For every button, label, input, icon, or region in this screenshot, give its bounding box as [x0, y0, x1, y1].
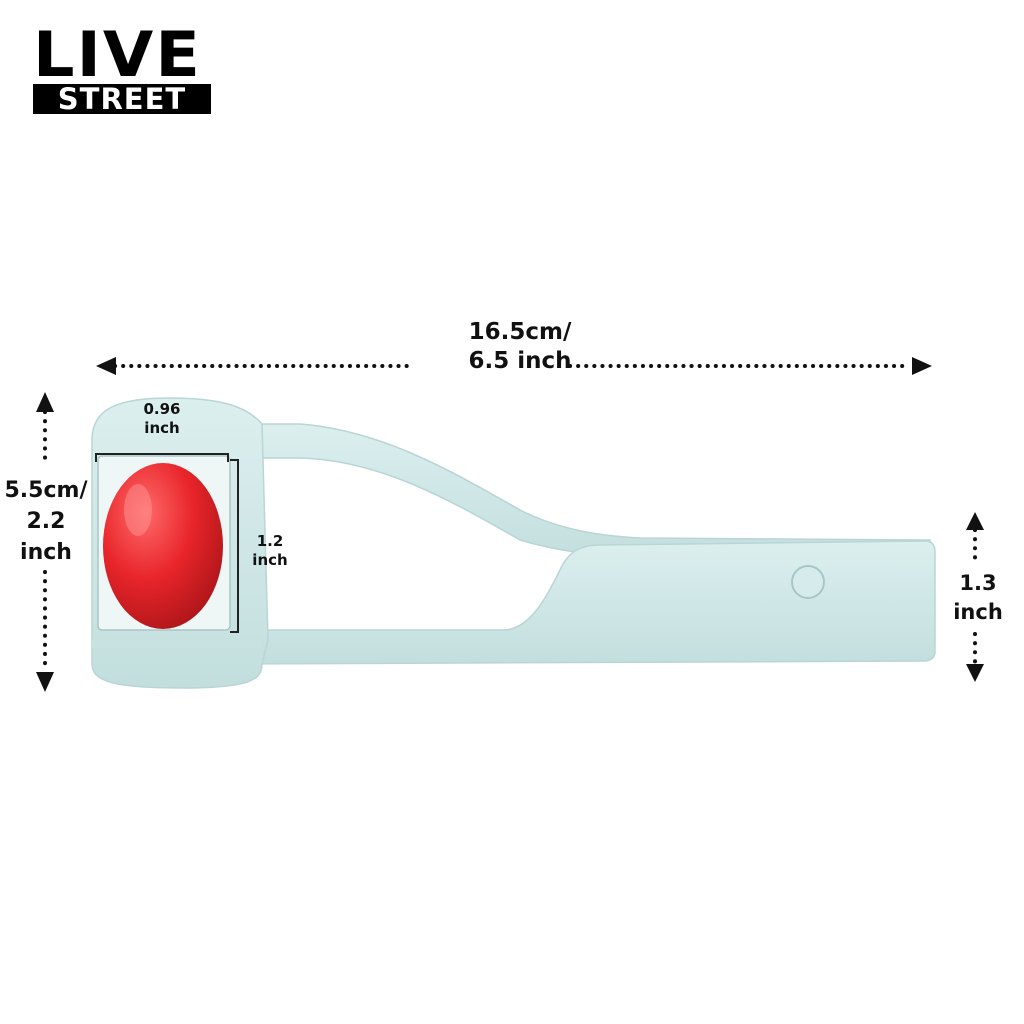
end-height-unit: inch: [953, 600, 1003, 624]
arrow-right-icon: [912, 357, 932, 375]
logo-text-street: STREET: [33, 84, 211, 114]
end-height-value: 1.3: [959, 571, 997, 595]
inner-height-value: 1.2: [256, 532, 284, 550]
total-length-in: 6.5 inch: [468, 348, 572, 374]
inner-width-value: 0.96: [143, 400, 181, 418]
brand-logo: LIVE STREET: [33, 24, 213, 118]
inner-height-label: 1.2 inch: [242, 532, 298, 570]
total-length-label: 16.5cm/ 6.5 inch: [420, 318, 620, 376]
inner-height-unit: inch: [252, 551, 288, 569]
inner-height-bracket: [230, 459, 239, 633]
logo-text-live: LIVE: [33, 18, 202, 91]
height-in-unit: inch: [20, 540, 72, 565]
arrow-up-icon: [36, 392, 54, 412]
hinge-button-icon: [791, 565, 825, 599]
arrow-up-icon: [966, 512, 984, 530]
total-length-cm: 16.5cm/: [468, 319, 572, 345]
height-cm: 5.5cm/: [4, 478, 88, 503]
arrow-down-icon: [36, 672, 54, 692]
height-label: 5.5cm/ 2.2 inch: [0, 475, 92, 568]
tomato: [103, 463, 223, 629]
slicer-top-arm: [261, 423, 931, 561]
arrow-down-icon: [966, 664, 984, 682]
inner-width-bracket: [95, 453, 229, 462]
arrow-left-icon: [96, 357, 116, 375]
height-in-value: 2.2: [26, 509, 66, 534]
end-height-label: 1.3 inch: [944, 569, 1012, 627]
slicer-handle: [229, 540, 936, 665]
inner-width-unit: inch: [144, 419, 180, 437]
inner-width-label: 0.96 inch: [128, 400, 196, 438]
